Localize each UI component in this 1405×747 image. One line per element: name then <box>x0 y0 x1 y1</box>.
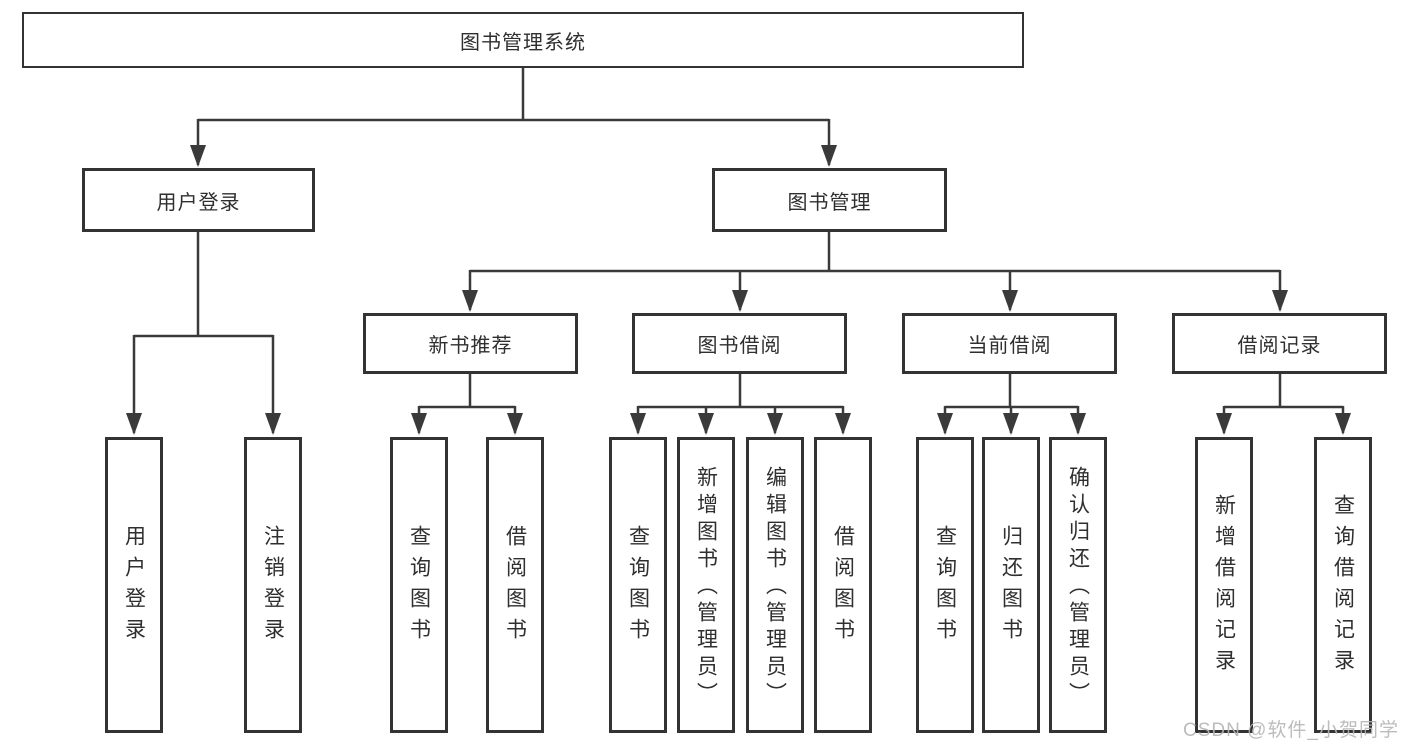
node-current-borrow: 当前借阅 <box>902 313 1117 374</box>
leaf-logout: 注销登录 <box>244 437 302 733</box>
leaf-query-books-recommend: 查询图书 <box>390 437 448 733</box>
leaf-edit-books-admin: 编辑图书（管理员） <box>746 437 804 733</box>
leaf-return-books: 归还图书 <box>982 437 1040 733</box>
node-book-management: 图书管理 <box>712 168 947 232</box>
leaf-query-books-borrow: 查询图书 <box>609 437 667 733</box>
node-book-borrow: 图书借阅 <box>632 313 847 374</box>
leaf-query-borrow-record: 查询借阅记录 <box>1314 437 1372 733</box>
csdn-watermark: CSDN @软件_小贺同学 <box>1183 720 1399 741</box>
leaf-add-borrow-record: 新增借阅记录 <box>1195 437 1253 733</box>
leaf-confirm-return-admin: 确认归还（管理员） <box>1049 437 1107 733</box>
node-user-login: 用户登录 <box>82 168 315 232</box>
leaf-borrow-books: 借阅图书 <box>814 437 872 733</box>
node-library-management-system: 图书管理系统 <box>22 12 1024 68</box>
leaf-borrow-books-recommend: 借阅图书 <box>486 437 544 733</box>
node-borrow-records: 借阅记录 <box>1172 313 1387 374</box>
leaf-user-login: 用户登录 <box>105 437 163 733</box>
leaf-add-books-admin: 新增图书（管理员） <box>677 437 735 733</box>
node-new-book-recommend: 新书推荐 <box>363 313 578 374</box>
leaf-query-books-current: 查询图书 <box>916 437 974 733</box>
